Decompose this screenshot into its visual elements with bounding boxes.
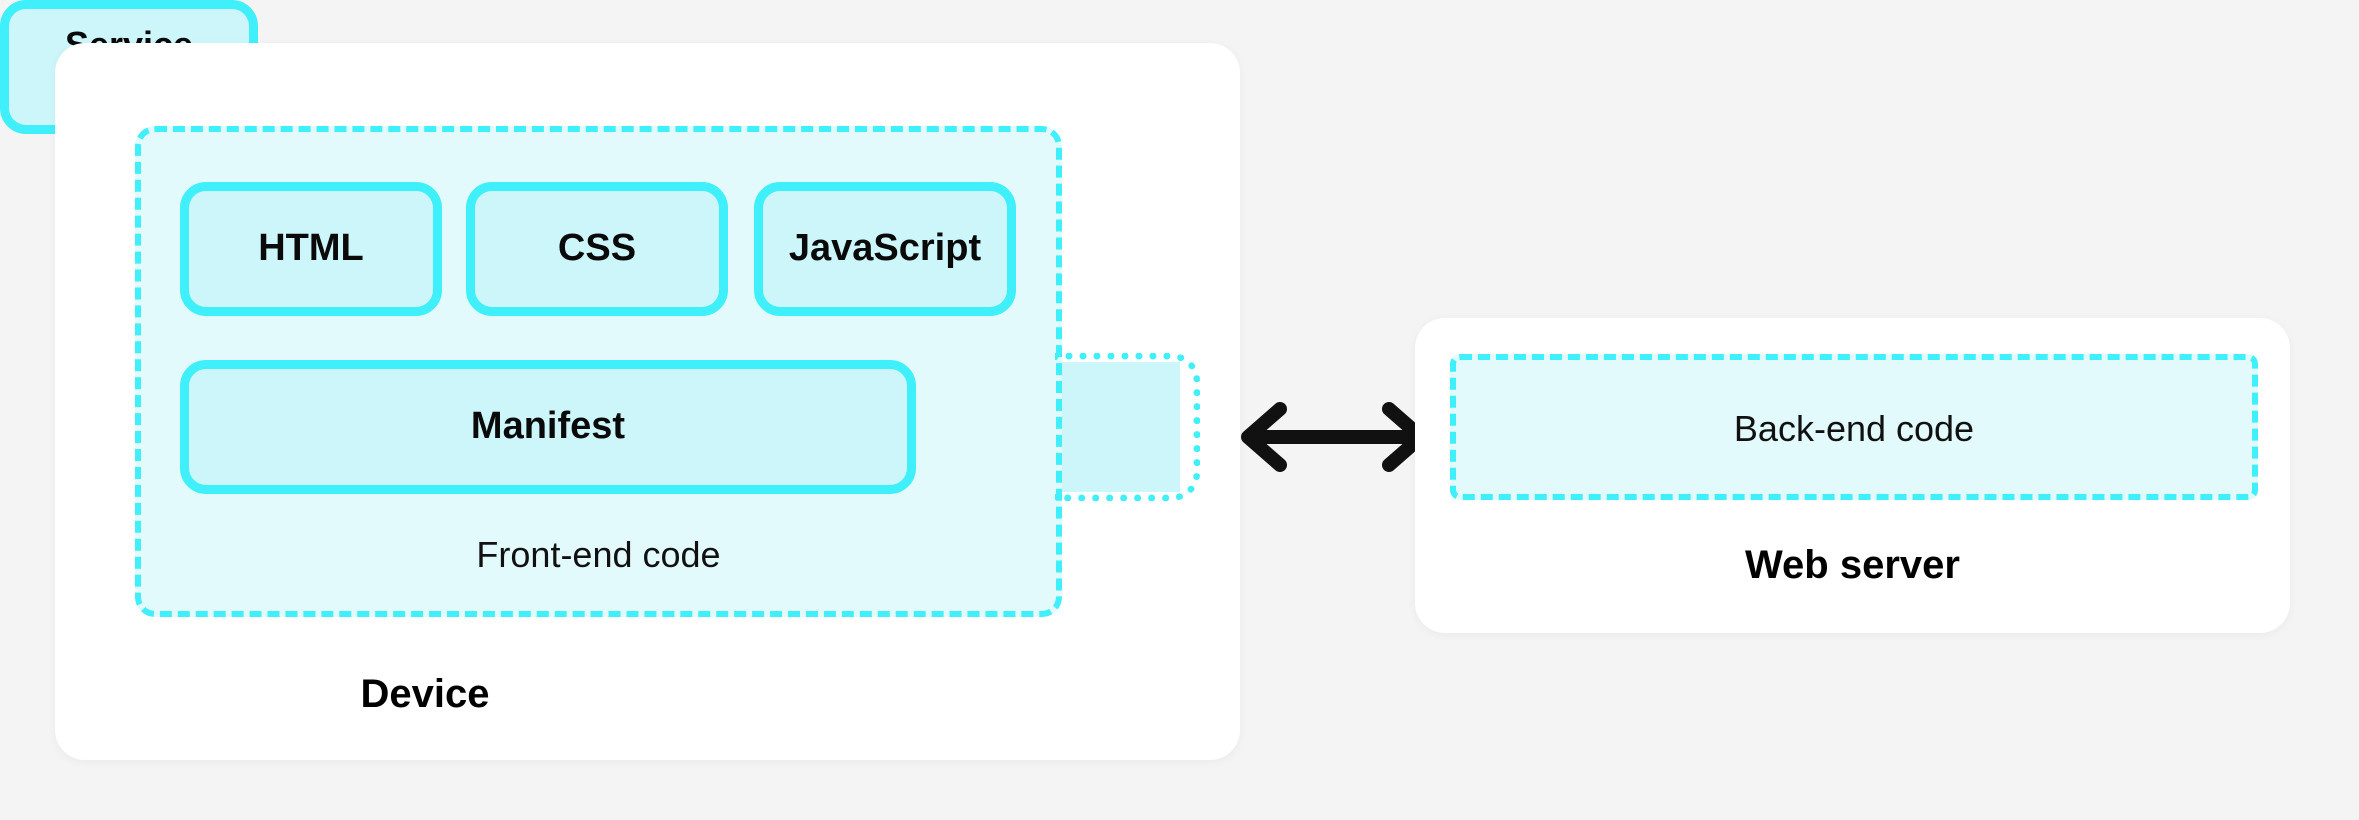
tile-html[interactable]: HTML [180, 182, 442, 316]
web-server-title: Web server [1745, 543, 1960, 587]
tile-css[interactable]: CSS [466, 182, 728, 316]
service-worker-fill-patch [1062, 362, 1182, 492]
backend-code-region [1450, 354, 2258, 500]
service-worker-edge-mask [1180, 362, 1194, 492]
tile-manifest[interactable]: Manifest [180, 360, 916, 494]
tile-html-label: HTML [258, 227, 364, 270]
tile-javascript-label: JavaScript [788, 227, 982, 270]
tile-css-label: CSS [557, 227, 637, 270]
frontend-code-label: Front-end code [476, 534, 721, 575]
tile-javascript[interactable]: JavaScript [754, 182, 1016, 316]
tile-manifest-label: Manifest [470, 405, 626, 448]
device-title: Device [360, 672, 490, 716]
backend-code-label: Back-end code [1733, 408, 1975, 449]
bidirectional-arrow-icon [1241, 402, 1428, 472]
